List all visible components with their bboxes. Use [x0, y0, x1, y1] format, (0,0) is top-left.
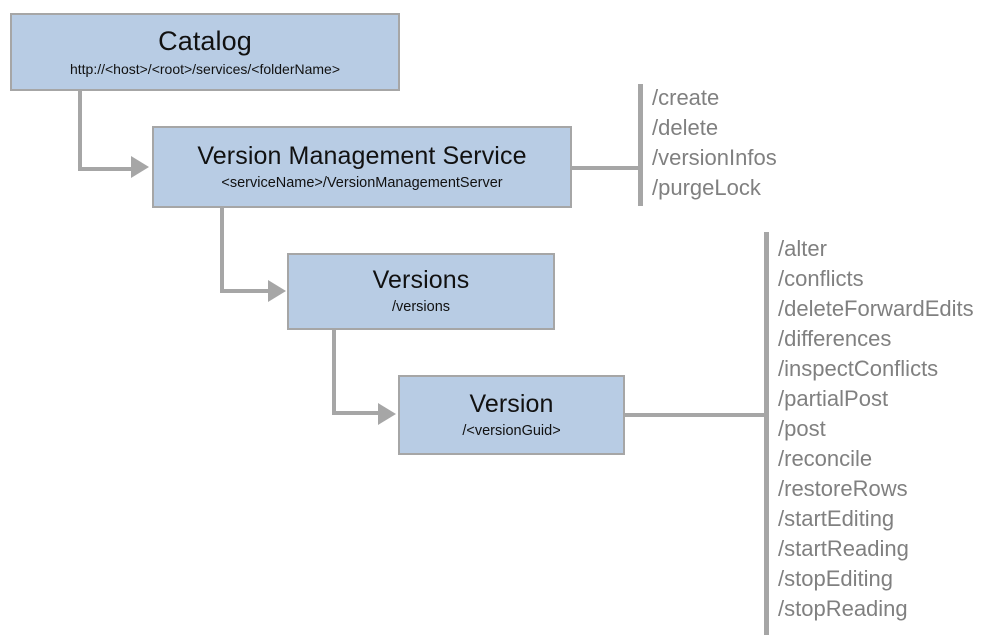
connector-version-to-operations — [625, 413, 768, 417]
group-bracket-bar — [638, 84, 643, 206]
node-version-title: Version — [469, 389, 554, 418]
endpoint-item[interactable]: /stopEditing — [778, 566, 893, 591]
arrowhead-service-to-versions — [268, 280, 286, 302]
endpoint-item[interactable]: /startReading — [778, 536, 909, 561]
group-bracket-bar — [764, 232, 769, 635]
arrowhead-catalog-to-service — [131, 156, 149, 178]
node-version-management-service[interactable]: Version Management Service <serviceName>… — [152, 126, 572, 208]
connector-service-to-operations — [572, 166, 642, 170]
endpoint-item[interactable]: /post — [778, 416, 826, 441]
endpoint-item[interactable]: /alter — [778, 236, 827, 261]
connector-service-to-versions-horizontal — [220, 289, 273, 293]
node-versions[interactable]: Versions /versions — [287, 253, 555, 330]
node-version-management-service-subtitle: <serviceName>/VersionManagementServer — [221, 174, 503, 191]
connector-versions-to-version-horizontal — [332, 411, 382, 415]
node-catalog[interactable]: Catalog http://<host>/<root>/services/<f… — [10, 13, 400, 91]
endpoint-list-service-operations: /create/delete/versionInfos/purgeLock — [652, 83, 777, 203]
endpoint-item[interactable]: /conflicts — [778, 266, 864, 291]
endpoint-item[interactable]: /restoreRows — [778, 476, 908, 501]
node-version-management-service-title: Version Management Service — [197, 141, 527, 170]
endpoint-item[interactable]: /delete — [652, 115, 719, 140]
endpoint-item[interactable]: /inspectConflicts — [778, 356, 939, 381]
endpoint-item[interactable]: /reconcile — [778, 446, 873, 471]
node-versions-title: Versions — [372, 266, 470, 295]
arrowhead-versions-to-version — [378, 403, 396, 425]
endpoint-item[interactable]: /differences — [778, 326, 892, 351]
connector-catalog-to-service-horizontal — [78, 167, 138, 171]
node-catalog-subtitle: http://<host>/<root>/services/<folderNam… — [69, 61, 341, 78]
connector-versions-to-version-vertical — [332, 330, 336, 415]
endpoint-item[interactable]: /purgeLock — [652, 175, 761, 200]
node-version[interactable]: Version /<versionGuid> — [398, 375, 625, 455]
endpoint-item[interactable]: /stopReading — [778, 596, 908, 621]
node-catalog-title: Catalog — [158, 25, 252, 56]
node-versions-subtitle: /versions — [391, 299, 451, 316]
connector-catalog-to-service-vertical — [78, 91, 82, 171]
endpoint-item[interactable]: /startEditing — [778, 506, 895, 531]
endpoint-list-version-operations: /alter/conflicts/deleteForwardEdits/diff… — [778, 234, 974, 624]
connector-service-to-versions-vertical — [220, 208, 224, 293]
node-version-subtitle: /<versionGuid> — [462, 422, 561, 439]
endpoint-item[interactable]: /versionInfos — [652, 145, 777, 170]
endpoint-item[interactable]: /create — [652, 85, 720, 110]
endpoint-item[interactable]: /deleteForwardEdits — [778, 296, 974, 321]
endpoint-item[interactable]: /partialPost — [778, 386, 889, 411]
